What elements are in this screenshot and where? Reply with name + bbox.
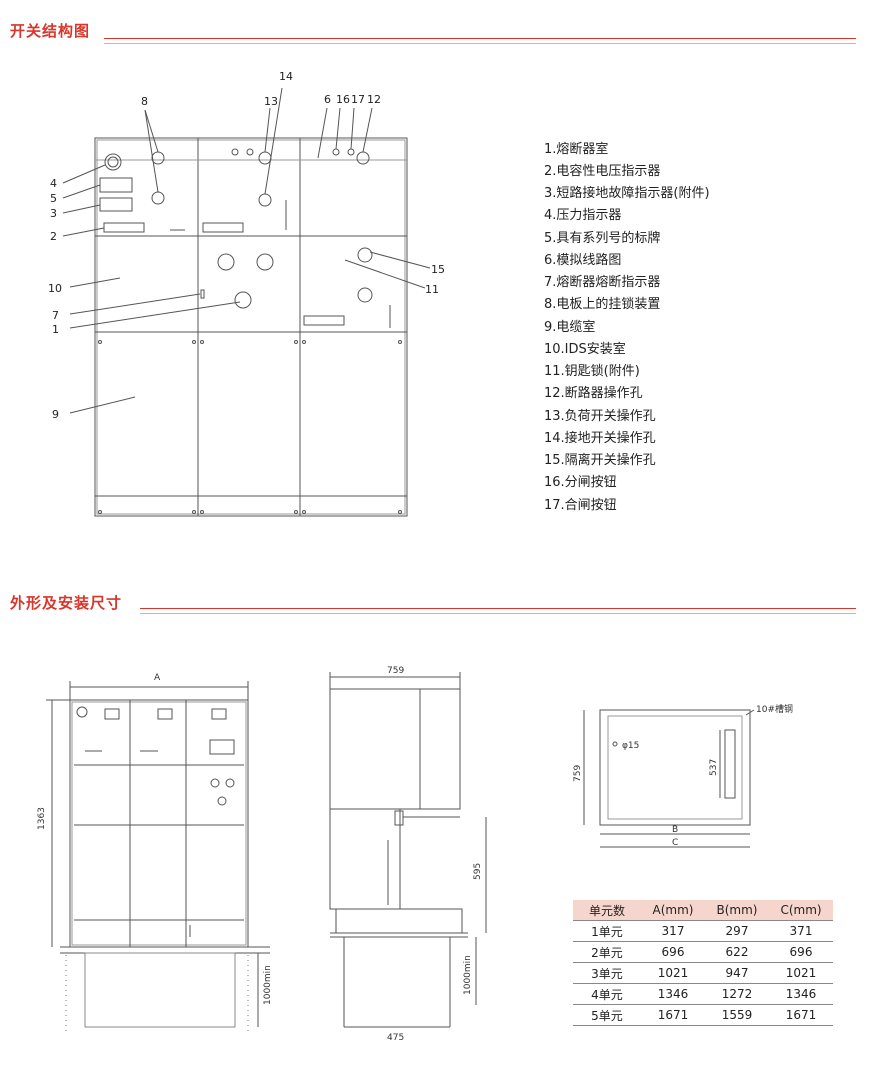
table-row: 3单元 1021 947 1021 (573, 962, 833, 984)
table-cell: 1346 (769, 983, 833, 1005)
front-view-drawing: A 1363 1000min (37, 673, 273, 1035)
section-rule-dimensions (140, 608, 856, 609)
callout-2: 2 (50, 230, 57, 243)
legend-item: 16.分闸按钮 (544, 475, 617, 490)
table-cell: 5单元 (573, 1004, 641, 1026)
front-dim-height: 1363 (37, 807, 47, 830)
table-cell: 696 (769, 941, 833, 963)
table-cell: 371 (769, 920, 833, 942)
table-cell: 696 (641, 941, 705, 963)
callout-12: 12 (367, 93, 381, 106)
front-dim-a: A (154, 673, 161, 683)
callout-13: 13 (264, 95, 278, 108)
table-row: 1单元 317 297 371 (573, 920, 833, 942)
unit-dimension-table: 单元数 A(mm) B(mm) C(mm) 1单元 317 297 371 2单… (573, 900, 833, 1026)
plan-dim-depth: 759 (573, 765, 583, 782)
table-cell: 1671 (641, 1004, 705, 1026)
table-header: A(mm) (641, 900, 705, 921)
legend-item: 7.熔断器熔断指示器 (544, 275, 661, 290)
table-row: 4单元 1346 1272 1346 (573, 983, 833, 1005)
table-cell: 1671 (769, 1004, 833, 1026)
plan-dim-inner: 537 (709, 759, 719, 776)
table-row: 5单元 1671 1559 1671 (573, 1004, 833, 1026)
plan-dim-c: C (672, 838, 678, 848)
table-cell: 622 (705, 941, 769, 963)
side-dim-depth: 759 (387, 666, 404, 676)
legend-item: 4.压力指示器 (544, 208, 622, 223)
plan-view-drawing: 10#槽钢 φ15 759 537 B C (573, 703, 793, 848)
callout-4: 4 (50, 177, 57, 190)
callout-15: 15 (431, 263, 445, 276)
table-cell: 3单元 (573, 962, 641, 984)
table-header: C(mm) (769, 900, 833, 921)
table-cell: 297 (705, 920, 769, 942)
table-cell: 4单元 (573, 983, 641, 1005)
callout-16: 16 (336, 93, 350, 106)
callout-8: 8 (141, 95, 148, 108)
legend-item: 13.负荷开关操作孔 (544, 409, 656, 424)
plan-channel-label: 10#槽钢 (756, 703, 793, 715)
legend-item: 6.模拟线路图 (544, 253, 622, 268)
side-dim-foundation: 1000min (463, 955, 473, 995)
callout-6: 6 (324, 93, 331, 106)
table-cell: 947 (705, 962, 769, 984)
callout-11: 11 (425, 283, 439, 296)
section-rule-structure (104, 38, 856, 39)
callout-14: 14 (279, 70, 293, 83)
callout-9: 9 (52, 408, 59, 421)
legend-item: 17.合闸按钮 (544, 498, 617, 513)
legend-item: 10.IDS安装室 (544, 342, 626, 357)
legend-item: 9.电缆室 (544, 320, 596, 335)
table-header-row: 单元数 A(mm) B(mm) C(mm) (573, 900, 833, 921)
table-header: 单元数 (573, 900, 641, 921)
callout-17: 17 (351, 93, 365, 106)
legend-item: 2.电容性电压指示器 (544, 164, 661, 179)
table-cell: 1272 (705, 983, 769, 1005)
plan-hole-label: φ15 (622, 741, 639, 751)
section-rule-structure-gray (104, 43, 856, 44)
side-view-drawing: 759 595 1000min 475 (329, 666, 487, 1043)
plan-dim-b: B (672, 825, 678, 835)
legend-item: 3.短路接地故障指示器(附件) (544, 186, 710, 201)
table-cell: 1021 (769, 962, 833, 984)
legend-item: 15.隔离开关操作孔 (544, 453, 656, 468)
table-cell: 1346 (641, 983, 705, 1005)
front-dim-depth: 1000min (263, 965, 273, 1005)
callout-10: 10 (48, 282, 62, 295)
table-cell: 1021 (641, 962, 705, 984)
table-cell: 317 (641, 920, 705, 942)
callout-3: 3 (50, 207, 57, 220)
legend-item: 14.接地开关操作孔 (544, 431, 656, 446)
table-cell: 1单元 (573, 920, 641, 942)
side-dim-height: 595 (473, 863, 483, 880)
callout-7: 7 (52, 309, 59, 322)
callout-1: 1 (52, 323, 59, 336)
table-cell: 1559 (705, 1004, 769, 1026)
table-cell: 2单元 (573, 941, 641, 963)
legend-item: 1.熔断器室 (544, 142, 609, 157)
legend-item: 11.钥匙锁(附件) (544, 364, 640, 379)
switchgear-structure-drawing: 4 5 3 2 10 7 1 9 8 13 14 6 16 17 12 15 1… (48, 70, 445, 517)
legend-item: 12.断路器操作孔 (544, 386, 643, 401)
section-rule-dimensions-gray (140, 613, 856, 614)
side-dim-base: 475 (387, 1033, 404, 1043)
table-header: B(mm) (705, 900, 769, 921)
section-title-structure: 开关结构图 (10, 22, 91, 40)
section-title-dimensions: 外形及安装尺寸 (10, 594, 123, 612)
legend-item: 5.具有系列号的标牌 (544, 231, 661, 246)
legend-item: 8.电板上的挂锁装置 (544, 297, 661, 312)
table-row: 2单元 696 622 696 (573, 941, 833, 963)
callout-5: 5 (50, 192, 57, 205)
